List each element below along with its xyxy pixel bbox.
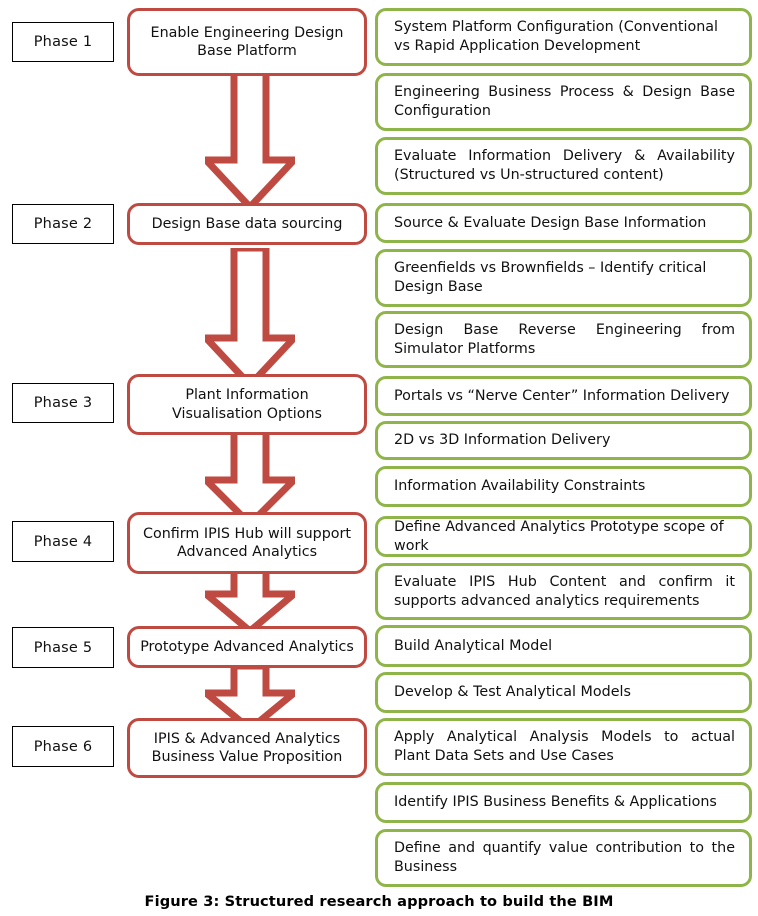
activity-text: Develop & Test Analytical Models: [394, 684, 631, 701]
activity-text: 2D vs 3D Information Delivery: [394, 432, 611, 449]
activity-text: Portals vs “Nerve Center” Information De…: [394, 387, 730, 404]
activity-text: Evaluate IPIS Hub Content and confirm it…: [394, 573, 735, 609]
flow-arrow-2-to-3: [205, 248, 295, 388]
flow-arrow-1-to-2: [205, 68, 295, 210]
phase-node-1[interactable]: Enable Engineering Design Base Platform: [127, 8, 367, 76]
phase-node-2[interactable]: Design Base data sourcing: [127, 203, 367, 245]
phase-label-text: Phase 2: [33, 216, 93, 232]
activity-box-2-1[interactable]: Source & Evaluate Design Base Informatio…: [375, 203, 752, 243]
phase-node-5[interactable]: Prototype Advanced Analytics: [127, 626, 367, 668]
phase-label-text: Phase 1: [33, 34, 93, 50]
phase-node-title: Confirm IPIS Hub will support Advanced A…: [142, 525, 352, 560]
phase-label-2: Phase 2: [12, 204, 114, 244]
phase-label-text: Phase 6: [33, 738, 93, 755]
activity-box-1-1[interactable]: System Platform Configuration (Conventio…: [375, 8, 752, 66]
activity-box-5-1[interactable]: Build Analytical Model: [375, 625, 752, 667]
activity-text: Build Analytical Model: [394, 637, 553, 654]
phase-node-title: Plant Information Visualisation Options: [172, 387, 322, 422]
flow-arrow-5-to-6: [205, 666, 295, 732]
activity-text: Design Base Reverse Engineering from Sim…: [394, 321, 735, 357]
activity-text: Define and quantify value contribution t…: [394, 840, 735, 875]
activity-text: Engineering Business Process & Design Ba…: [394, 84, 735, 119]
activity-box-3-2[interactable]: 2D vs 3D Information Delivery: [375, 421, 752, 460]
activity-box-6-2[interactable]: Identify IPIS Business Benefits & Applic…: [375, 782, 752, 823]
phase-label-text: Phase 5: [33, 639, 93, 656]
activity-box-3-3[interactable]: Information Availability Constraints: [375, 466, 752, 507]
phase-label-5: Phase 5: [12, 627, 114, 668]
phase-label-1: Phase 1: [12, 22, 114, 62]
activity-box-4-1[interactable]: Define Advanced Analytics Prototype scop…: [375, 516, 752, 557]
activity-box-4-2[interactable]: Evaluate IPIS Hub Content and confirm it…: [375, 563, 752, 620]
phase-node-title: IPIS & Advanced Analytics Business Value…: [151, 730, 343, 765]
activity-box-3-1[interactable]: Portals vs “Nerve Center” Information De…: [375, 376, 752, 416]
activity-box-2-2[interactable]: Greenfields vs Brownfields – Identify cr…: [375, 249, 752, 307]
activity-text: Apply Analytical Analysis Models to actu…: [394, 729, 735, 764]
phase-node-4[interactable]: Confirm IPIS Hub will support Advanced A…: [127, 512, 367, 574]
phase-label-6: Phase 6: [12, 726, 114, 767]
phase-node-3[interactable]: Plant Information Visualisation Options: [127, 374, 367, 435]
activity-box-1-2[interactable]: Engineering Business Process & Design Ba…: [375, 73, 752, 131]
activity-box-1-3[interactable]: Evaluate Information Delivery & Availabi…: [375, 137, 752, 195]
activity-box-6-1[interactable]: Apply Analytical Analysis Models to actu…: [375, 718, 752, 776]
phase-node-title: Design Base data sourcing: [151, 215, 343, 232]
phase-node-6[interactable]: IPIS & Advanced Analytics Business Value…: [127, 718, 367, 778]
activity-text: Evaluate Information Delivery & Availabi…: [394, 148, 735, 183]
flow-arrow-3-to-4: [205, 427, 295, 527]
activity-text: Identify IPIS Business Benefits & Applic…: [394, 794, 717, 811]
flow-arrow-4-to-5: [205, 566, 295, 634]
figure-caption: Figure 3: Structured research approach t…: [144, 893, 614, 910]
activity-box-2-3[interactable]: Design Base Reverse Engineering from Sim…: [375, 311, 752, 368]
phase-label-3: Phase 3: [12, 383, 114, 423]
activity-box-6-3[interactable]: Define and quantify value contribution t…: [375, 829, 752, 887]
activity-text: Information Availability Constraints: [394, 478, 646, 495]
phase-label-4: Phase 4: [12, 521, 114, 562]
activity-text: Greenfields vs Brownfields – Identify cr…: [394, 260, 707, 295]
activity-text: Define Advanced Analytics Prototype scop…: [394, 518, 724, 554]
phase-label-text: Phase 3: [33, 395, 93, 411]
phase-node-title: Prototype Advanced Analytics: [140, 638, 354, 655]
activity-text: System Platform Configuration (Conventio…: [394, 19, 719, 54]
activity-text: Source & Evaluate Design Base Informatio…: [394, 214, 707, 231]
phase-label-text: Phase 4: [33, 533, 93, 550]
activity-box-5-2[interactable]: Develop & Test Analytical Models: [375, 672, 752, 713]
phase-node-title: Enable Engineering Design Base Platform: [150, 24, 344, 59]
